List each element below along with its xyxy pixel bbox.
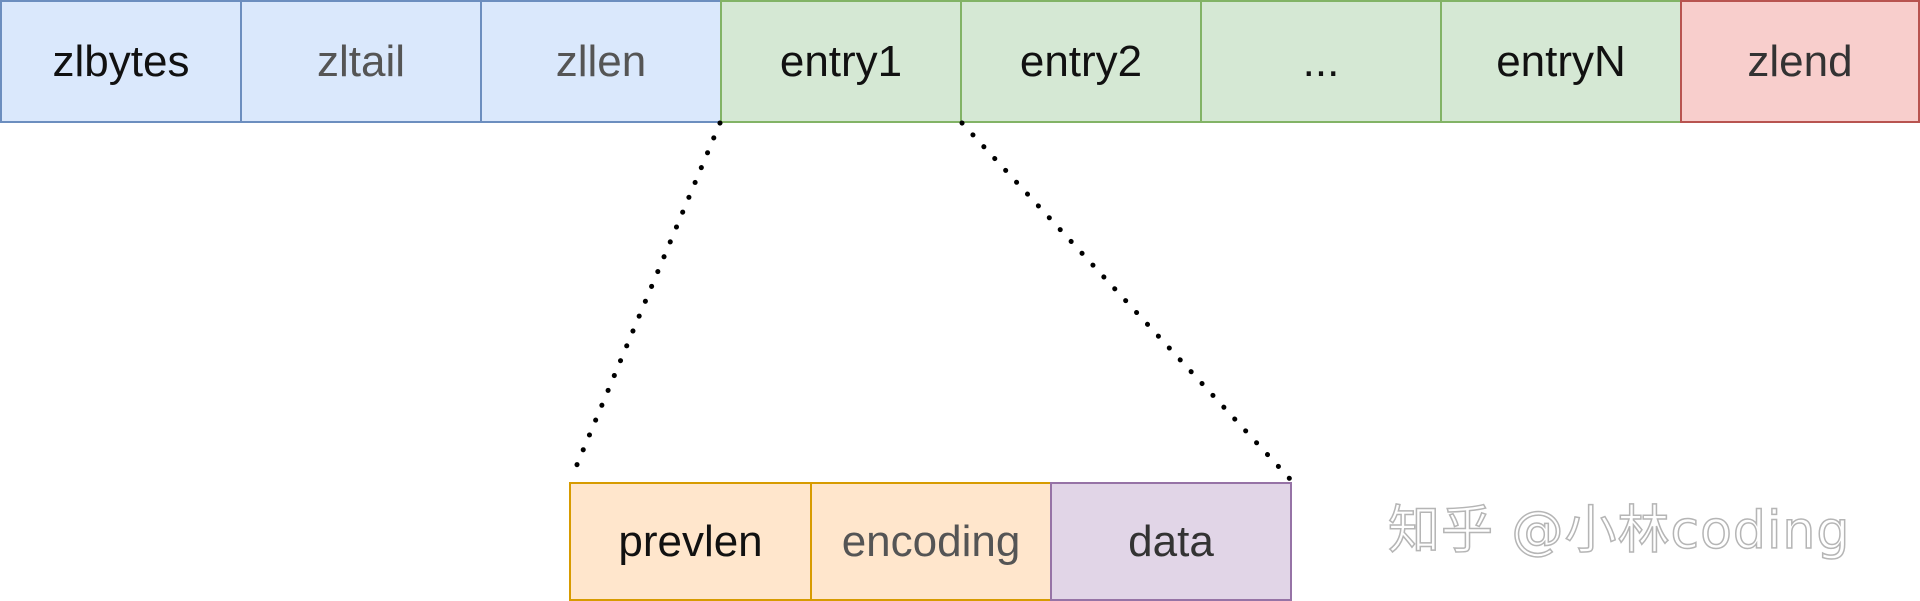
field-label: entry1 bbox=[779, 36, 903, 86]
field-label: entryN bbox=[1496, 36, 1626, 86]
field-label: zltail bbox=[316, 36, 406, 86]
entry-field-data: data bbox=[1050, 482, 1292, 601]
zoom-line-left bbox=[568, 120, 723, 482]
field-label: entry2 bbox=[1019, 36, 1143, 86]
field-zllen: zllen bbox=[480, 0, 722, 123]
field-label: zllen bbox=[555, 36, 647, 86]
field-entry1: entry1 bbox=[720, 0, 962, 123]
field-label: encoding bbox=[841, 516, 1021, 566]
field-zlbytes: zlbytes bbox=[0, 0, 242, 123]
field-label: prevlen bbox=[618, 516, 763, 566]
field-zltail: zltail bbox=[240, 0, 482, 123]
field-zlend: zlend bbox=[1680, 0, 1920, 123]
field-label: data bbox=[1128, 516, 1214, 566]
field-entry2: entry2 bbox=[960, 0, 1202, 123]
entry-field-encoding: encoding bbox=[810, 482, 1052, 601]
field-label: zlbytes bbox=[52, 36, 190, 86]
field-label: ... bbox=[1302, 36, 1340, 86]
watermark: 知乎 @小林coding bbox=[1387, 500, 1851, 562]
entry-field-prevlen: prevlen bbox=[569, 482, 812, 601]
field-entryN: entryN bbox=[1440, 0, 1682, 123]
field-ellipsis: ... bbox=[1200, 0, 1442, 123]
zoom-line-right bbox=[959, 120, 1293, 482]
field-label: zlend bbox=[1747, 36, 1853, 86]
